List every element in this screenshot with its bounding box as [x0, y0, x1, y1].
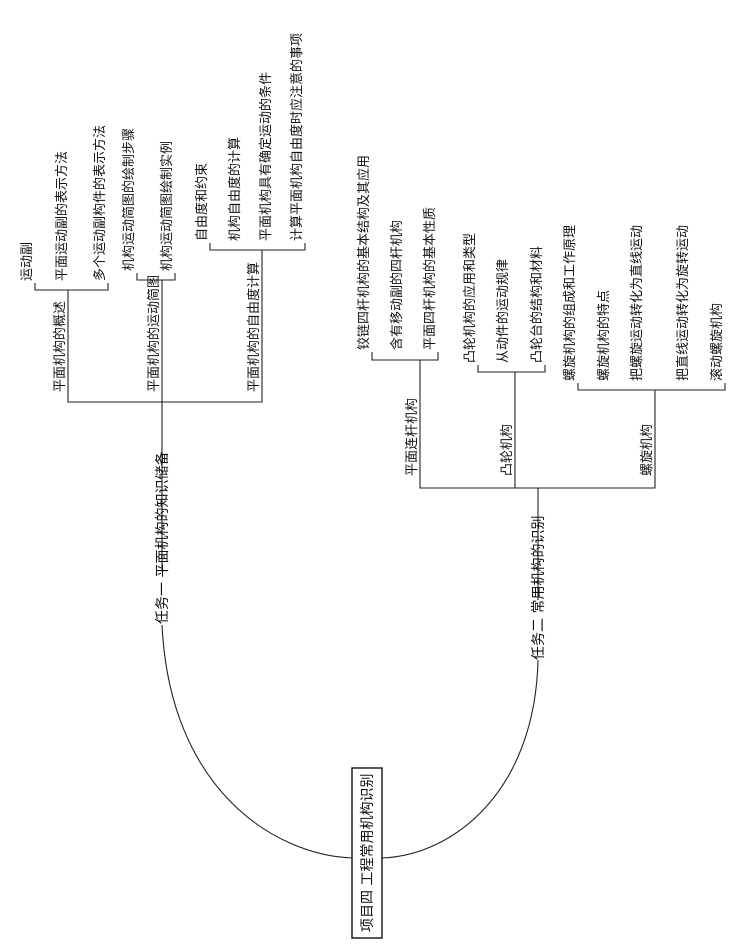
- leaf-label: 把直线运动转化为旋转运动: [676, 225, 691, 381]
- leaf-bracket-5: [477, 365, 546, 373]
- category-label: 平面机构的自由度计算: [246, 262, 262, 392]
- leaf-bracket-1: [34, 283, 109, 291]
- leaf-label: 平面四杆机构的基本性质: [422, 207, 438, 350]
- task2-label: 任务二 常用机构的识别: [531, 516, 547, 660]
- leaf-label: 多个运动副构件的表示方法: [92, 125, 108, 281]
- leaf-label: 螺旋机构的特点: [596, 290, 612, 381]
- category-label: 平面连杆机构: [404, 398, 420, 476]
- leaf-bracket-2: [136, 273, 176, 281]
- root-box: [351, 767, 383, 939]
- category-label: 平面机构的运动简图: [146, 275, 162, 392]
- leaf-label: 从动件的运动规律: [495, 259, 511, 363]
- task1-label: 任务一 平面机构的知识储备: [154, 452, 171, 624]
- root-node: 项目四 工程常用机构识别: [351, 767, 383, 939]
- leaf-label: 机构运动简图的绘制步骤: [121, 128, 137, 271]
- root-to-task2-arc: [381, 659, 539, 859]
- task2-bracket: [419, 480, 656, 489]
- leaf-label: 平面运动副的表示方法: [54, 151, 70, 281]
- leaf-bracket-6: [577, 383, 726, 391]
- leaf-label: 机构运动简图绘制实例: [159, 141, 175, 271]
- leaf-label: 滚动螺旋机构: [709, 303, 725, 381]
- leaf-label: 把螺旋运动转化为直线运动: [630, 225, 645, 381]
- category-label: 螺旋机构: [640, 424, 655, 476]
- leaf-label: 含有移动副的四杆机构: [389, 220, 405, 350]
- leaf-label: 凸轮台的结构和材料: [529, 246, 545, 363]
- connector-lines: [34, 243, 726, 859]
- leaf-bracket-3: [209, 243, 306, 251]
- leaf-label: 铰链四杆机构的基本结构及其应用: [356, 155, 372, 350]
- root-label: 项目四 工程常用机构识别: [360, 774, 376, 932]
- leaf-label: 螺旋机构的组成和工作原理: [562, 225, 578, 381]
- leaf-label: 自由度和约束: [194, 163, 210, 241]
- leaf-label: 凸轮机构的应用和类型: [462, 233, 478, 363]
- leaf-label: 机构自由度的计算: [227, 137, 243, 241]
- root-to-task1-arc: [161, 624, 353, 859]
- leaf-label: 运动副: [20, 242, 35, 281]
- leaf-bracket-4: [371, 352, 439, 361]
- category-label: 平面机构的概述: [52, 301, 68, 392]
- task1-bracket: [67, 395, 263, 403]
- leaf-label: 计算平面机构自由度时应注意的事项: [289, 33, 305, 241]
- leaf-label: 平面机构具有确定运动的条件: [258, 72, 274, 241]
- category-label: 凸轮机构: [500, 424, 515, 476]
